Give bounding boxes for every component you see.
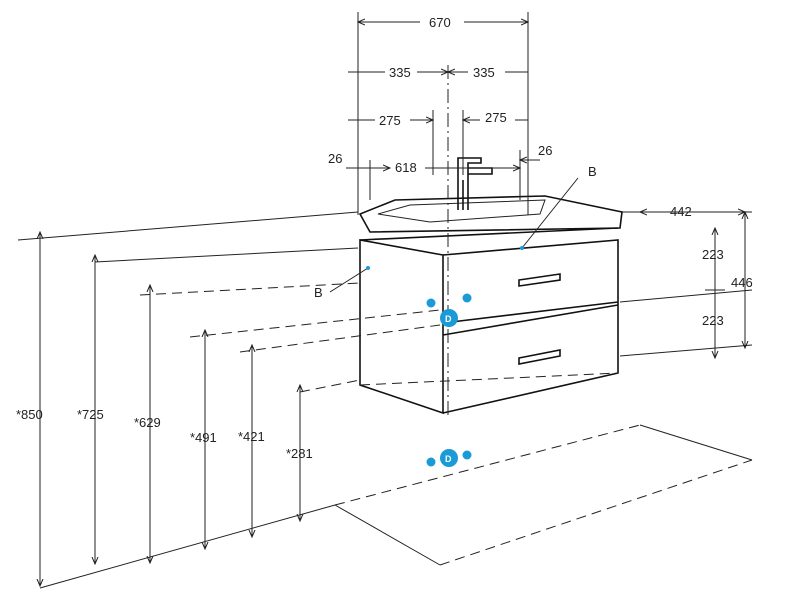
dim-26-right: 26	[538, 143, 552, 158]
marker-d-floor-label: D	[445, 454, 452, 464]
basin	[358, 195, 623, 233]
dim-670: 670	[429, 15, 451, 30]
dim-491: *491	[190, 430, 217, 445]
dim-442: 442	[670, 204, 692, 219]
wall-lines	[17, 211, 753, 589]
dim-26-left: 26	[328, 151, 342, 166]
marker-c-left	[426, 298, 436, 308]
leader-b-basin	[521, 177, 579, 249]
dim-335-right: 335	[473, 65, 495, 80]
dim-223-bottom: 223	[702, 313, 724, 328]
marker-c-right	[462, 293, 472, 303]
marker-c-floor-right	[462, 450, 472, 460]
cabinet	[359, 227, 619, 415]
dim-850: *850	[16, 407, 43, 422]
drawer-handle-bottom	[518, 349, 561, 365]
width-dimension-lines	[346, 22, 745, 212]
extension-lines	[357, 12, 529, 415]
marker-d-floor	[440, 449, 458, 467]
dim-223-top: 223	[702, 247, 724, 262]
dim-629: *629	[134, 415, 161, 430]
dim-421: *421	[238, 429, 265, 444]
leader-b-cabinet	[329, 267, 369, 293]
dim-618: 618	[395, 160, 417, 175]
dim-275-right: 275	[485, 110, 507, 125]
dim-281: *281	[286, 446, 313, 461]
height-dimension-lines	[40, 232, 300, 586]
marker-group-cabinet: D	[426, 293, 472, 327]
drawer-handle-top	[518, 273, 561, 287]
dim-335-left: 335	[389, 65, 411, 80]
right-dimension-lines	[705, 212, 745, 358]
marker-d-label: D	[445, 314, 452, 324]
marker-c-floor-left	[426, 457, 436, 467]
label-b-cabinet: B	[314, 285, 323, 300]
marker-d	[440, 309, 458, 327]
label-b-basin: B	[588, 164, 597, 179]
dim-446: 446	[731, 275, 753, 290]
marker-b-cabinet	[366, 266, 370, 270]
marker-group-floor: D	[426, 449, 472, 467]
dim-275-left: 275	[379, 113, 401, 128]
marker-b-basin	[520, 246, 524, 250]
dim-725: *725	[77, 407, 104, 422]
